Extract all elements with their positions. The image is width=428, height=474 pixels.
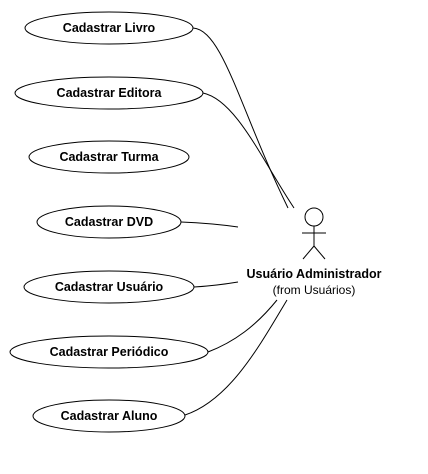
use-case-dvd[interactable]: Cadastrar DVD [36, 205, 182, 239]
use-case-aluno[interactable]: Cadastrar Aluno [32, 399, 186, 433]
actor-right-leg-icon [313, 245, 326, 260]
association-line-livro [192, 27, 289, 209]
use-case-label: Cadastrar Turma [59, 150, 159, 164]
use-case-livro[interactable]: Cadastrar Livro [24, 11, 194, 45]
use-case-label: Cadastrar Editora [57, 86, 163, 100]
use-case-label: Cadastrar Usuário [55, 280, 164, 294]
association-line-aluno [184, 299, 288, 416]
actor-head-icon [304, 207, 324, 227]
use-case-turma[interactable]: Cadastrar Turma [28, 140, 190, 174]
actor-package: (from Usuários) [273, 283, 356, 297]
actor-name: Usuário Administrador [247, 267, 382, 281]
use-case-label: Cadastrar Periódico [50, 345, 169, 359]
use-case-label: Cadastrar DVD [65, 215, 153, 229]
use-case-label: Cadastrar Livro [63, 21, 156, 35]
actor-usuario-administrador[interactable]: Usuário Administrador (from Usuários) [247, 207, 382, 297]
association-line-dvd [180, 221, 239, 228]
use-case-periodico[interactable]: Cadastrar Periódico [9, 335, 209, 369]
use-case-editora[interactable]: Cadastrar Editora [14, 76, 204, 110]
actor-left-leg-icon [302, 245, 315, 260]
association-line-periodico [207, 299, 278, 353]
use-case-label: Cadastrar Aluno [61, 409, 158, 423]
association-line-usuario [193, 281, 239, 288]
association-line-editora [202, 92, 295, 209]
use-case-usuario[interactable]: Cadastrar Usuário [23, 270, 195, 304]
